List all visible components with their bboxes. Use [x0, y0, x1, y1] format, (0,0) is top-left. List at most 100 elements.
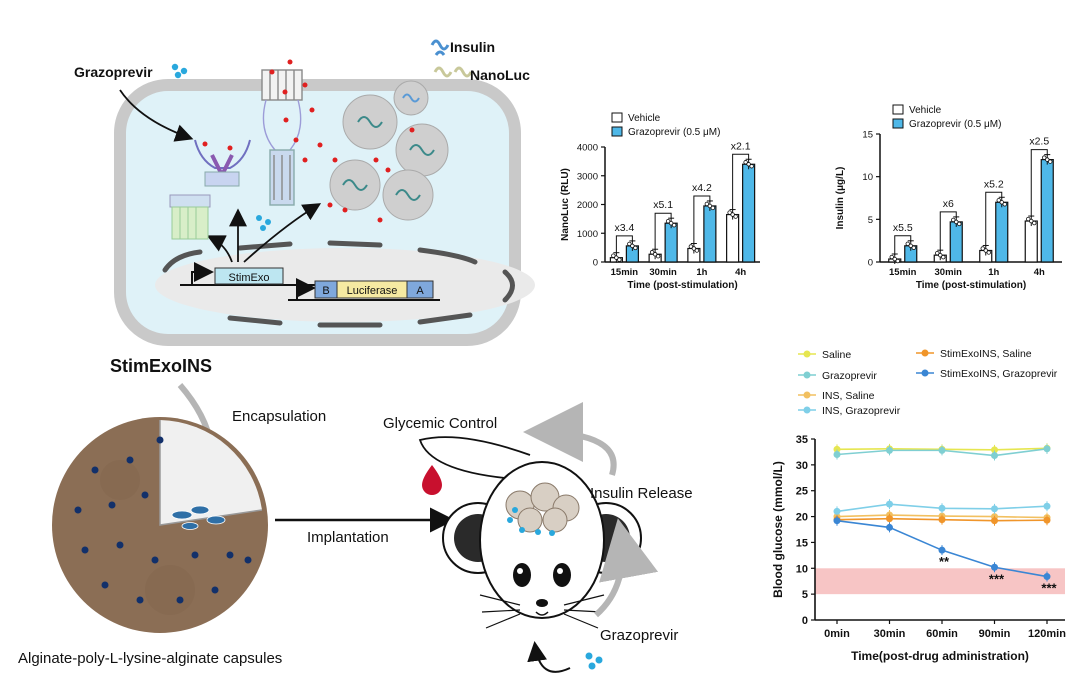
data-point — [652, 252, 658, 257]
insulin-release-label: Insulin Release — [590, 485, 693, 502]
series-point — [938, 546, 946, 554]
data-point — [691, 246, 697, 251]
y-tick-label: 0 — [868, 258, 873, 269]
fold-change-label: x4.2 — [692, 182, 712, 194]
legend-marker — [803, 391, 811, 399]
x-tick-label: 30min — [874, 628, 906, 640]
y-tick-label: 15 — [862, 130, 873, 141]
legend-swatch-vehicle — [892, 104, 904, 115]
data-point — [935, 250, 940, 256]
data-point — [611, 253, 616, 258]
data-point — [941, 254, 946, 260]
data-point — [908, 243, 913, 248]
dimer-receptor — [194, 139, 251, 187]
legend-marker — [803, 406, 811, 414]
bar-vehicle — [1024, 220, 1038, 263]
drug-dots-inside — [256, 215, 271, 231]
series-point — [991, 563, 998, 571]
release-arrow — [523, 402, 617, 476]
data-point — [938, 252, 943, 258]
hypoglycemia-band — [815, 568, 1065, 595]
x-tick-label: 15min — [889, 267, 917, 278]
series-point — [886, 515, 893, 523]
bar-grazoprevir — [949, 221, 963, 263]
x-tick-label: 90min — [979, 628, 1011, 640]
data-point — [954, 219, 959, 225]
y-tick-label: 5 — [802, 589, 808, 601]
data-point — [614, 255, 619, 260]
fold-change-label: x5.2 — [984, 178, 1004, 190]
x-tick-label: 4h — [1034, 267, 1045, 278]
legend-label: Saline — [822, 349, 851, 361]
grazoprevir-uptake-arrow — [593, 518, 659, 618]
capsule-cells — [171, 505, 226, 530]
y-axis-label: Insulin (μg/L) — [835, 167, 846, 230]
y-tick-label: 0 — [593, 258, 598, 269]
data-point — [730, 212, 735, 217]
dna-construct: StimExo B Luciferase A — [180, 262, 440, 301]
series-point — [833, 445, 841, 453]
y-tick-label: 5 — [868, 215, 873, 226]
stimexo-label: StimExo — [229, 272, 270, 284]
x-tick-label: 15min — [611, 267, 639, 278]
bar-grazoprevir — [742, 163, 756, 263]
data-point — [911, 245, 916, 250]
legend-label: StimExoINS, Saline — [940, 348, 1032, 360]
series-point — [991, 452, 998, 460]
expression-arrow-left — [206, 235, 233, 263]
data-point — [649, 250, 655, 255]
data-point — [1026, 216, 1031, 222]
legend-label-vehicle: Vehicle — [909, 105, 942, 116]
fold-change-label: x6 — [943, 198, 954, 210]
secreted-dots — [202, 59, 415, 223]
y-tick-label: 10 — [796, 563, 808, 575]
data-point — [733, 214, 738, 219]
grazoprevir-entry-arrow — [119, 89, 194, 142]
y-tick-label: 10 — [862, 172, 873, 183]
encapsulation-label: Encapsulation — [232, 408, 326, 425]
series-point — [886, 500, 893, 508]
data-point — [999, 200, 1004, 205]
data-point — [1048, 159, 1053, 164]
grazoprevir-bottom-label: Grazoprevir — [600, 627, 678, 644]
x-tick-label: 1h — [696, 267, 707, 278]
series-point — [886, 446, 893, 454]
data-point — [627, 241, 632, 247]
data-point — [1045, 157, 1050, 162]
y-tick-label: 1000 — [577, 229, 598, 240]
bar-grazoprevir — [1040, 159, 1054, 263]
x-tick-label: 0min — [824, 628, 850, 640]
legend-label: INS, Saline — [822, 390, 875, 402]
data-point — [655, 254, 661, 259]
legend-label: StimExoINS, Grazoprevir — [940, 368, 1058, 380]
implant-drug-dots — [507, 507, 555, 536]
series-point — [833, 507, 841, 515]
series-point — [1043, 502, 1051, 510]
x-tick-label: 30min — [649, 267, 677, 278]
fold-bracket — [1030, 149, 1048, 218]
significance-marker: *** — [989, 571, 1005, 586]
capsule-sphere — [52, 417, 268, 633]
x-tick-label: 120min — [1028, 628, 1066, 640]
series-point — [991, 505, 998, 513]
data-point — [1042, 155, 1047, 160]
data-point — [665, 218, 671, 224]
legend-label: Grazoprevir — [822, 370, 877, 382]
data-point — [704, 201, 710, 207]
x-axis-label: Time(post-drug administration) — [851, 649, 1029, 663]
nanoluc-icon — [433, 66, 473, 78]
blood-drop-icon — [422, 465, 442, 495]
fold-bracket — [654, 212, 672, 251]
significance-marker: ** — [939, 554, 950, 569]
series-point — [938, 504, 946, 512]
x-tick-label: 1h — [988, 267, 999, 278]
data-point — [1029, 218, 1034, 224]
data-point — [996, 198, 1001, 203]
fold-change-label: x2.5 — [1029, 136, 1049, 148]
insulin-bar-chart: 05101515minx5.530minx61hx5.24hx2.5Insuli… — [835, 104, 1062, 291]
fold-change-label: x3.4 — [614, 222, 634, 234]
capsules-label: Alginate-poly-L-lysine-alginate capsules — [18, 650, 282, 667]
bar-vehicle — [726, 213, 740, 263]
